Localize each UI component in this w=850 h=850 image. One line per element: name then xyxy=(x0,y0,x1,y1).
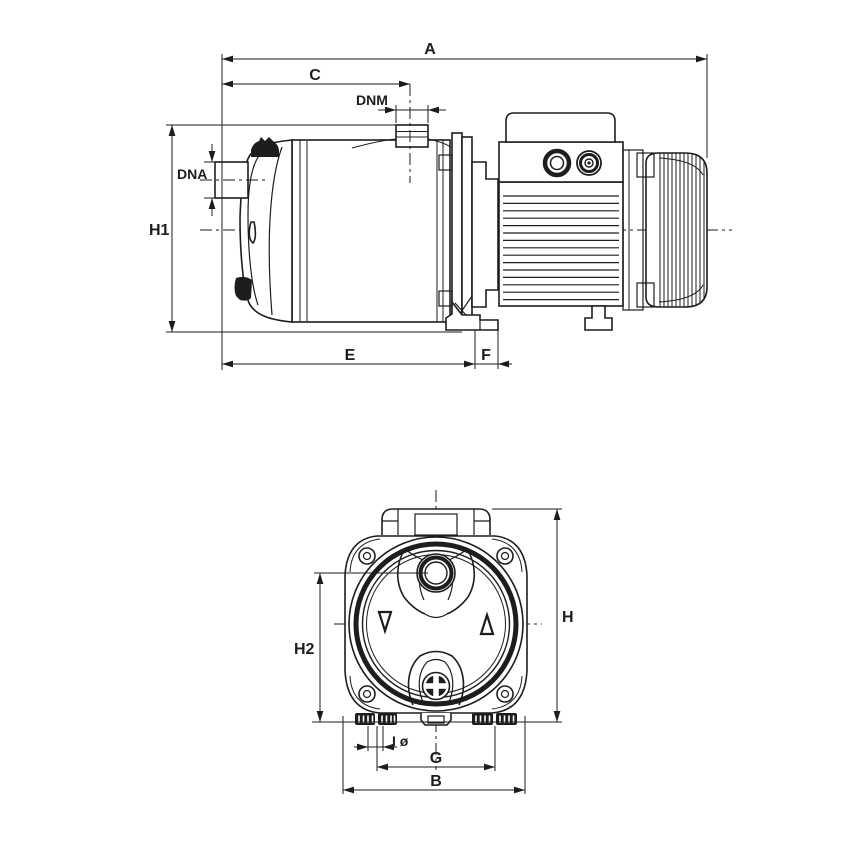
fan-cover-ribs-group xyxy=(658,153,705,307)
upper-wing-left xyxy=(396,548,426,615)
side-dimension-centerlines xyxy=(200,84,411,183)
front-dimensions: H H2 I ø G B xyxy=(294,508,574,794)
flange-tab-bottom xyxy=(438,290,453,307)
screw-top-left-bore xyxy=(362,551,372,561)
flange-tab-top xyxy=(438,154,453,171)
dim-label-dna: DNA xyxy=(177,166,207,182)
cable-gland-left xyxy=(542,148,572,178)
front-drain-plug xyxy=(421,671,451,701)
fan-cover-rib-curves xyxy=(658,157,704,303)
wing-bottom-arc xyxy=(424,613,448,619)
pump-cover-seam-drop xyxy=(248,221,257,245)
screw-top-right-bore xyxy=(500,551,510,561)
discharge-port-nozzle xyxy=(395,124,429,148)
cable-gland-right-bore xyxy=(584,158,594,168)
foot-pad-slits xyxy=(358,715,515,723)
top-cap-details xyxy=(382,509,490,535)
corner-screws xyxy=(358,547,514,703)
dim-label-e: E xyxy=(345,347,356,364)
side-dimensions: A C DNM DNA H1 E F xyxy=(149,41,708,370)
priming-plug xyxy=(251,137,279,157)
front-top-port xyxy=(416,553,456,593)
screw-bottom-left-bore xyxy=(362,689,372,699)
front-feet xyxy=(355,713,517,726)
fan-cover-clip-bottom xyxy=(636,282,655,308)
cable-gland-right-ring xyxy=(579,153,599,173)
dim-label-h1: H1 xyxy=(149,222,170,239)
pump-front-drawing xyxy=(334,490,542,770)
dim-label-dnm: DNM xyxy=(356,92,388,108)
pump-foot xyxy=(445,299,499,331)
side-drain-plug xyxy=(234,276,252,301)
upper-wing-right xyxy=(446,548,476,615)
up-triangle-mark xyxy=(479,611,495,636)
dim-label-f: F xyxy=(481,347,491,364)
front-dimension-lines xyxy=(312,508,562,794)
dim-label-c: C xyxy=(309,67,321,84)
fan-cover-clip-top xyxy=(636,152,655,178)
motor-end-band xyxy=(622,149,644,311)
cable-gland-left-bore xyxy=(549,155,565,171)
lower-bracket-inner xyxy=(418,658,454,703)
motor-body xyxy=(498,181,624,307)
front-casing-corner-lines xyxy=(349,538,523,710)
screw-bottom-right xyxy=(496,685,514,703)
dim-label-h2: H2 xyxy=(294,641,315,658)
down-triangle-mark xyxy=(377,610,393,635)
dim-label-a: A xyxy=(424,41,436,58)
dim-label-i-diameter: I ø xyxy=(392,733,409,749)
pump-flange-plate-inner xyxy=(461,136,473,322)
discharge-port-threads xyxy=(396,131,428,138)
top-cap xyxy=(381,508,491,535)
dim-label-g: G xyxy=(430,750,442,767)
terminal-box-lid xyxy=(505,112,616,143)
front-casing-body xyxy=(344,535,528,714)
pump-front-cover-contours xyxy=(247,146,283,316)
pump-body xyxy=(291,139,451,323)
screw-top-right xyxy=(496,547,514,565)
cable-gland-right-dot xyxy=(587,161,591,165)
side-view: A C DNM DNA H1 E F xyxy=(149,41,732,370)
motor-cooling-fins xyxy=(503,195,619,301)
bracket-brace xyxy=(458,295,473,316)
face-ring-gasket xyxy=(353,541,519,707)
face-ring-outer xyxy=(348,536,524,712)
top-cap-center-block xyxy=(414,513,458,536)
fan-cover-ribs xyxy=(659,153,705,307)
screw-top-left xyxy=(358,547,376,565)
pump-foot-step xyxy=(454,302,481,330)
top-port-bore xyxy=(424,561,448,585)
cable-gland-right xyxy=(576,150,602,176)
motor-foot xyxy=(584,305,613,331)
screw-bottom-right-bore xyxy=(500,689,510,699)
cable-gland-left-ring xyxy=(542,148,572,178)
pump-flange-plate-outer xyxy=(451,132,463,326)
pump-body-shoulder xyxy=(351,138,452,149)
dim-label-h: H xyxy=(562,609,574,626)
pump-side-drawing xyxy=(200,112,732,331)
lantern-bracket xyxy=(471,161,499,308)
screw-bottom-left xyxy=(358,685,376,703)
center-tab-inner xyxy=(427,715,445,724)
drain-plug-cross-v xyxy=(433,674,439,698)
pump-body-seams xyxy=(299,140,444,322)
dim-label-b: B xyxy=(430,773,442,790)
lower-bracket xyxy=(407,650,465,706)
front-view: H H2 I ø G B xyxy=(294,490,574,794)
